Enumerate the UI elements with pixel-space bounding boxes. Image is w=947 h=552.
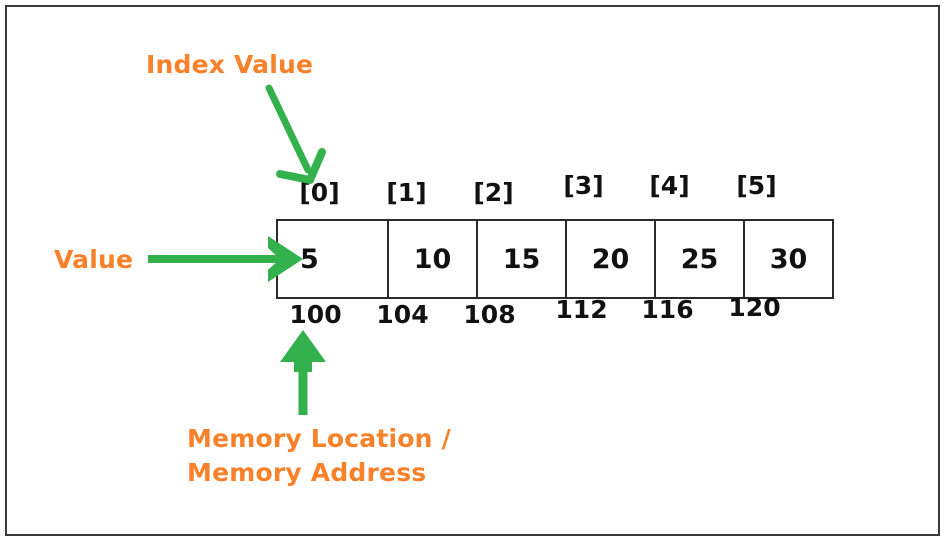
address-label-5: 120 — [728, 293, 781, 322]
array-table: 5 10 15 20 25 30 — [276, 219, 834, 299]
array-cell-2[interactable]: 15 — [476, 219, 567, 299]
index-label-4: [4] — [649, 171, 690, 200]
array-cell-3[interactable]: 20 — [565, 219, 656, 299]
array-cell-4[interactable]: 25 — [654, 219, 745, 299]
memory-annotation-line2: Memory Address — [187, 458, 427, 487]
array-cell-0[interactable]: 5 — [276, 219, 389, 299]
index-label-0: [0] — [299, 178, 340, 207]
address-label-4: 116 — [641, 295, 694, 324]
address-label-0: 100 — [289, 300, 342, 329]
address-label-1: 104 — [376, 300, 429, 329]
index-label-1: [1] — [386, 178, 427, 207]
address-label-3: 112 — [555, 295, 608, 324]
address-label-2: 108 — [463, 300, 516, 329]
index-label-2: [2] — [473, 178, 514, 207]
table-row: 5 10 15 20 25 30 — [276, 219, 834, 299]
index-label-3: [3] — [563, 171, 604, 200]
array-cell-5[interactable]: 30 — [743, 219, 834, 299]
array-cell-1[interactable]: 10 — [387, 219, 478, 299]
memory-annotation-line1: Memory Location / — [187, 424, 451, 453]
memory-annotation: Memory Location / Memory Address — [187, 422, 451, 490]
value-annotation: Value — [54, 245, 134, 274]
index-value-annotation: Index Value — [146, 50, 314, 79]
index-label-5: [5] — [736, 171, 777, 200]
